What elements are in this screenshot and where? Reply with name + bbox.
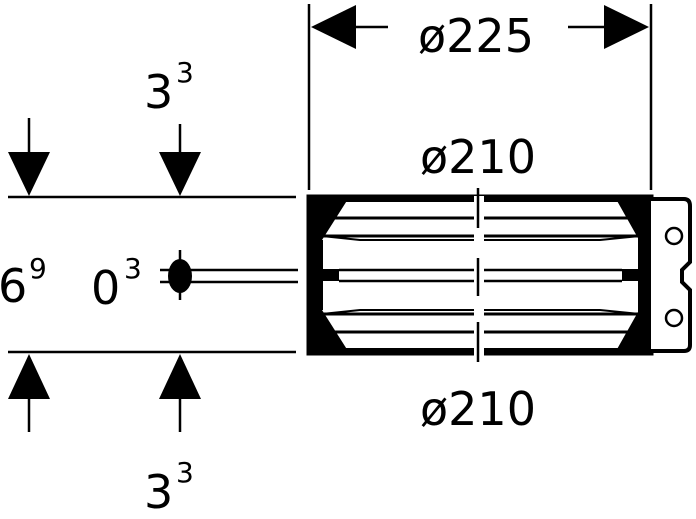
arrow-up-icon <box>8 354 50 399</box>
center-offset-label-sup: 3 <box>124 252 142 285</box>
arrow-up-icon <box>159 354 201 399</box>
top-offset-label-sup: 3 <box>176 56 194 89</box>
height-dimension: 6 9 <box>0 118 50 432</box>
end-cap-hole-top-icon <box>664 226 684 246</box>
height-label: 6 <box>0 259 27 313</box>
arrow-left-icon <box>311 5 356 49</box>
center-offset-dimension: 0 3 <box>91 250 298 315</box>
inner-diameter-bottom-label: ø210 <box>420 382 536 436</box>
right-center-lip <box>622 269 652 281</box>
height-label-base: 6 <box>0 259 27 313</box>
inner-diameter-top-label: ø210 <box>420 130 536 184</box>
fitting-section <box>306 188 692 362</box>
outer-diameter-label: ø225 <box>418 9 534 63</box>
height-label-sup: 9 <box>29 252 47 285</box>
top-offset-label: 3 <box>144 65 173 119</box>
center-marker <box>168 259 192 293</box>
arrow-right-icon <box>604 5 649 49</box>
bottom-offset-label: 3 <box>144 465 173 519</box>
outer-diameter-dimension: ø225 <box>307 4 653 190</box>
left-center-lip <box>309 269 339 281</box>
arrow-down-icon <box>8 152 50 196</box>
offset-dimension: 3 3 3 3 <box>144 56 201 519</box>
bottom-offset-label-sup: 3 <box>176 456 194 489</box>
end-cap-hole-bottom-icon <box>664 308 684 328</box>
end-cap <box>651 197 692 353</box>
center-offset-label: 0 <box>91 261 120 315</box>
arrow-down-icon <box>159 152 201 196</box>
